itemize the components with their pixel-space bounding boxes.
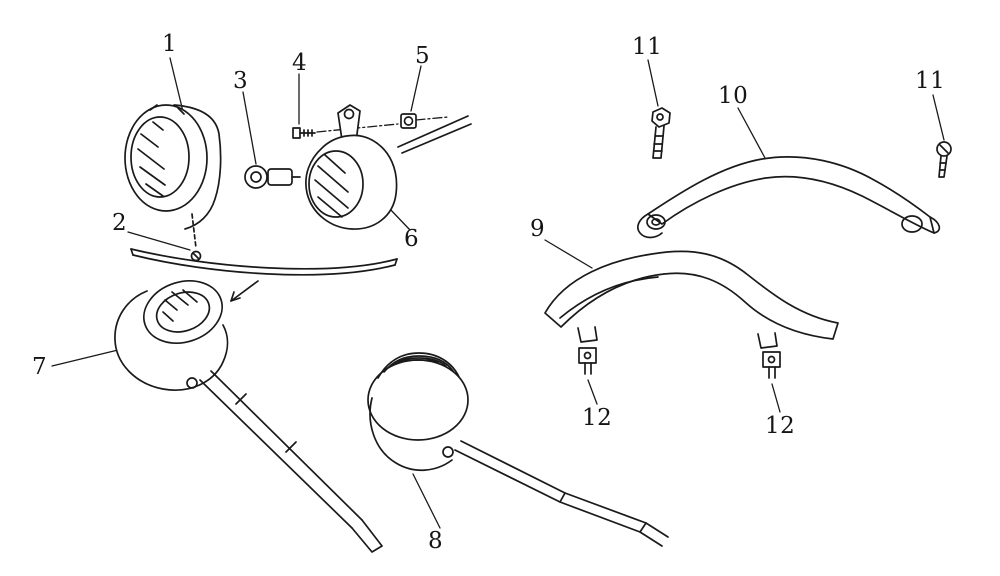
part-2-screw-and-lead <box>131 249 397 301</box>
part-4-bolt <box>293 128 315 138</box>
leader-lines <box>52 58 944 528</box>
part-1-headlamp-rim-lens <box>125 105 221 229</box>
part-label-12-right: 12 <box>765 413 796 439</box>
part-label-10: 10 <box>718 83 749 109</box>
part-3-bulb-socket <box>245 166 300 188</box>
part-label-8: 8 <box>428 528 444 554</box>
part-10-fender-stay <box>638 157 940 238</box>
part-label-11-right: 11 <box>915 68 946 94</box>
part-label-3: 3 <box>233 68 249 94</box>
part-5-nut <box>401 114 416 128</box>
alignment-axis-dashed <box>317 117 448 132</box>
part-9-front-fender <box>545 251 838 348</box>
part-label-7: 7 <box>32 354 48 380</box>
part-11-bolt-right <box>937 142 951 177</box>
part-label-11-left: 11 <box>632 34 663 60</box>
part-label-4: 4 <box>292 50 308 76</box>
part-label-6: 6 <box>404 226 420 252</box>
part-6-headlamp-shell <box>306 105 397 229</box>
part-label-9: 9 <box>530 216 546 242</box>
part-label-12-left: 12 <box>582 405 613 431</box>
part-12-bolt-left <box>579 348 596 374</box>
part-label-1: 1 <box>162 31 178 57</box>
part-11-bolt-left <box>652 108 670 158</box>
part-8-headlamp-assembly <box>368 353 668 546</box>
part-7-headlamp-assembly <box>115 271 382 552</box>
assembly-axis-dashed <box>192 214 196 248</box>
part-label-2: 2 <box>112 210 128 236</box>
part-12-bolt-right <box>763 352 780 378</box>
lead-wires <box>398 116 471 153</box>
part-label-5: 5 <box>415 43 431 69</box>
